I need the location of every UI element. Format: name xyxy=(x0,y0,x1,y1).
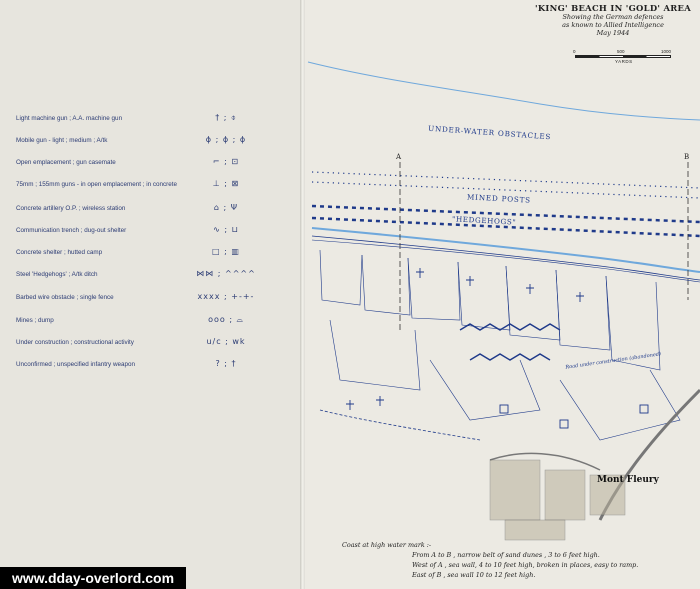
town-label: Mont Fleury xyxy=(597,475,659,485)
legend-symbol-icon: ∿ ; ⊔ xyxy=(213,225,239,234)
legend-label: 75mm ; 155mm guns - in open emplacement … xyxy=(16,181,177,188)
legend-row: Mobile gun - light ; medium ; A/tk ɸ ; ɸ… xyxy=(16,135,296,151)
legend-row: Concrete artillery O.P. ; wireless stati… xyxy=(16,203,296,219)
legend-symbol-icon: ⋈⋈ ; ^^^^ xyxy=(196,269,256,278)
sector-marker-b: B xyxy=(684,153,690,161)
legend-symbol-icon: ? ; † xyxy=(215,359,237,368)
scale-bar: 0 500 1000 YARDS xyxy=(573,49,672,64)
legend-label: Mines ; dump xyxy=(16,317,54,324)
legend-row: Unconfirmed ; unspecified infantry weapo… xyxy=(16,359,296,375)
legend-label: Light machine gun ; A.A. machine gun xyxy=(16,115,123,122)
notes-line: East of B , sea wall 10 to 12 feet high. xyxy=(412,571,536,579)
legend-row: Communication trench ; dug-out shelter ∿… xyxy=(16,225,296,241)
legend-row: Light machine gun ; A.A. machine gun † ;… xyxy=(16,113,296,129)
map-title-block: 'KING' BEACH IN 'GOLD' AREA Showing the … xyxy=(530,3,696,37)
map-subtitle: May 1944 xyxy=(596,29,630,37)
legend-row: 75mm ; 155mm guns - in open emplacement … xyxy=(16,179,296,195)
legend-row: Open emplacement ; gun casemate ⌐ ; ⊡ xyxy=(16,157,296,173)
legend-symbol-icon: ooo ; ⌓ xyxy=(208,315,244,324)
hedgehogs-row xyxy=(311,204,700,224)
legend-row: Mines ; dump ooo ; ⌓ xyxy=(16,315,296,331)
coast-notes: Coast at high water mark :- From A to B … xyxy=(342,541,692,581)
scale-tick: 500 xyxy=(617,49,625,54)
map-subtitle: Showing the German defences xyxy=(562,13,664,21)
legend-label: Concrete artillery O.P. ; wireless stati… xyxy=(16,205,126,212)
sector-marker-a: A xyxy=(396,153,402,161)
scale-tick: 0 xyxy=(573,49,576,54)
barbed-wire xyxy=(319,409,481,441)
defence-symbols xyxy=(346,268,649,429)
town-buildings xyxy=(489,459,626,541)
map-subtitle: as known to Allied Intelligence xyxy=(562,21,664,29)
legend-label: Unconfirmed ; unspecified infantry weapo… xyxy=(16,361,136,368)
legend-label: Barbed wire obstacle ; single fence xyxy=(16,294,114,301)
shoreline xyxy=(311,227,700,273)
legend-label: Communication trench ; dug-out shelter xyxy=(16,227,127,234)
legend-symbol-icon: ⌂ ; Ψ xyxy=(213,203,239,212)
legend-page: Light machine gun ; A.A. machine gun † ;… xyxy=(0,0,302,589)
legend-label: Open emplacement ; gun casemate xyxy=(16,159,116,166)
legend-symbol-icon: □ ; ▥ xyxy=(212,247,240,256)
field-boundaries xyxy=(319,249,681,441)
legend-label: Mobile gun - light ; medium ; A/tk xyxy=(16,137,108,144)
page-fold xyxy=(300,0,305,589)
legend-symbol-icon: xxxx ; +-+- xyxy=(197,292,255,301)
notes-heading: Coast at high water mark :- xyxy=(342,541,432,549)
legend-symbol-icon: ⊥ ; ⊠ xyxy=(212,179,240,188)
mined-posts-row xyxy=(311,171,700,189)
legend-symbol-icon: u/c ; wk xyxy=(206,337,246,346)
legend-row: Concrete shelter ; hutted camp □ ; ▥ xyxy=(16,247,296,263)
legend-symbol-icon: ɸ ; ɸ ; ɸ xyxy=(205,135,247,144)
notes-line: From A to B , narrow belt of sand dunes … xyxy=(412,551,600,559)
legend-symbol-icon: † ; ⌽ xyxy=(215,113,237,122)
inland-road xyxy=(489,452,601,471)
scale-unit: YARDS xyxy=(615,59,633,64)
coast-road xyxy=(311,239,700,283)
high-water-line xyxy=(307,61,700,121)
legend-label: Concrete shelter ; hutted camp xyxy=(16,249,103,256)
notes-line: West of A , sea wall, 4 to 10 feet high,… xyxy=(412,561,639,569)
sea-wall xyxy=(311,235,700,281)
legend-label: Under construction ; constructional acti… xyxy=(16,339,134,346)
legend-row: Under construction ; constructional acti… xyxy=(16,337,296,353)
map-title: 'KING' BEACH IN 'GOLD' AREA xyxy=(534,3,692,13)
antitank-ditch xyxy=(469,353,551,361)
legend-row: Steel 'Hedgehogs' ; A/tk ditch ⋈⋈ ; ^^^^ xyxy=(16,269,296,285)
scale-bar-graphic xyxy=(575,55,671,58)
hedgehogs-row xyxy=(311,216,700,238)
site-watermark: www.dday-overlord.com xyxy=(0,567,186,589)
legend-symbol-icon: ⌐ ; ⊡ xyxy=(212,157,240,166)
legend-row: Barbed wire obstacle ; single fence xxxx… xyxy=(16,292,296,308)
antitank-ditch xyxy=(459,323,561,331)
legend-label: Steel 'Hedgehogs' ; A/tk ditch xyxy=(16,271,98,278)
scale-tick: 1000 xyxy=(661,49,672,54)
